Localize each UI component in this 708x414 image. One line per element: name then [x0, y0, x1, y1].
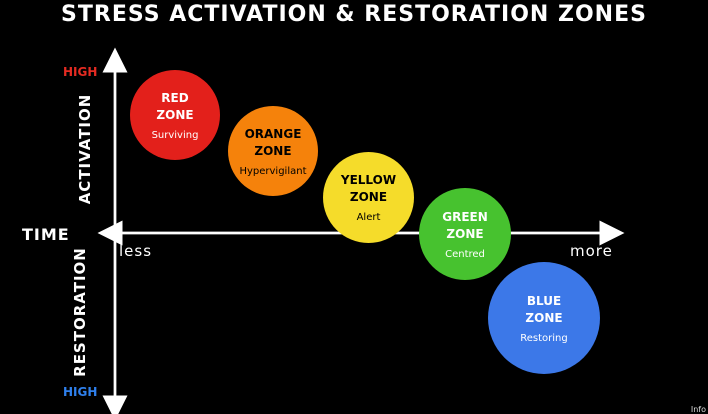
- zone-green: GREEN ZONE Centred: [419, 188, 511, 280]
- more-label: more: [570, 242, 613, 260]
- zone-name: RED ZONE: [156, 90, 194, 122]
- zone-yellow: YELLOW ZONE Alert: [323, 152, 414, 243]
- zone-name: YELLOW ZONE: [340, 173, 397, 204]
- zone-orange: ORANGE ZONE Hypervigilant: [228, 106, 318, 196]
- zone-name: BLUE ZONE: [525, 293, 563, 325]
- zone-description: Restoring: [520, 332, 568, 344]
- zone-description: Surviving: [151, 129, 199, 141]
- less-label: less: [119, 242, 153, 260]
- zone-name: ORANGE ZONE: [244, 126, 302, 158]
- activation-label: ACTIVATION: [76, 93, 94, 205]
- high-activation-label: HIGH: [63, 65, 98, 79]
- zone-blue: BLUE ZONE Restoring: [488, 262, 600, 374]
- zone-name: GREEN ZONE: [442, 209, 488, 241]
- restoration-label: RESTORATION: [71, 247, 89, 377]
- time-label: TIME: [22, 225, 70, 244]
- zone-description: Alert: [356, 212, 381, 223]
- zone-red: RED ZONE Surviving: [130, 70, 220, 160]
- diagram-title: STRESS ACTIVATION & RESTORATION ZONES: [61, 2, 647, 27]
- zone-description: Hypervigilant: [239, 165, 307, 177]
- high-restoration-label: HIGH: [63, 385, 98, 399]
- corner-text: Info: [690, 405, 706, 414]
- zone-description: Centred: [445, 248, 485, 260]
